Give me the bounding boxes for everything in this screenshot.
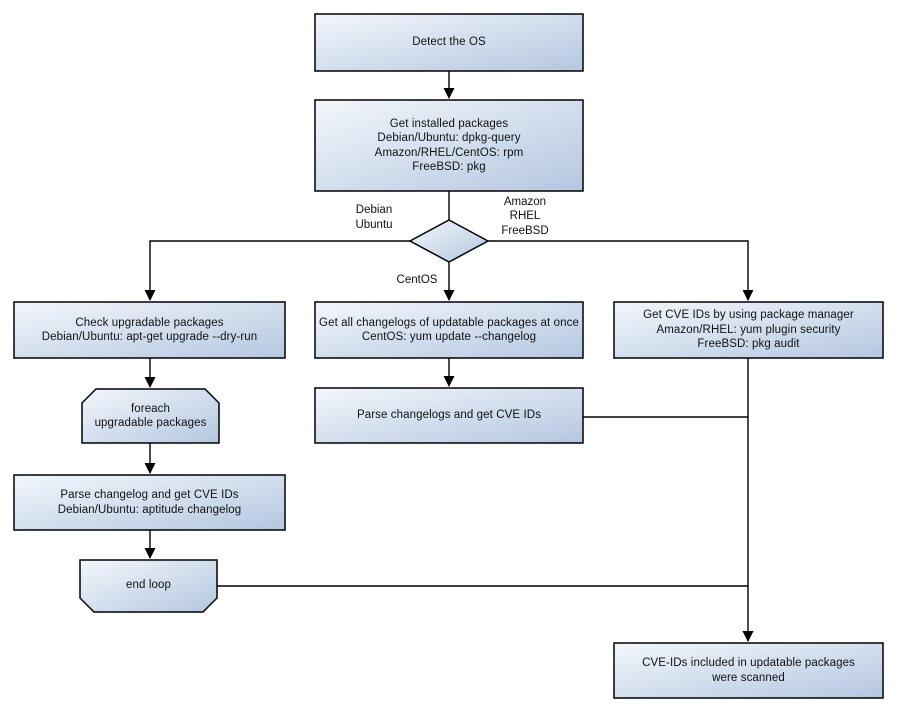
connector-decision-to-get-cve-ids: [488, 240, 754, 301]
node-parse-changelog-each-shape: [13, 474, 286, 531]
node-get-cve-ids-pkg-mgr-shape: [613, 301, 884, 359]
node-end-loop-shape: [79, 559, 218, 613]
node-result-scanned-shape: [613, 642, 884, 699]
node-get-all-changelogs-shape: [314, 301, 584, 359]
node-check-upgradable-shape: [13, 301, 286, 359]
node-parse-changelogs-once-shape: [314, 387, 584, 444]
node-get-installed-shape: [314, 99, 584, 192]
connector-decision-to-check-upgradable: [144, 240, 410, 301]
node-foreach-loop-shape: [81, 388, 220, 444]
node-detect-os-shape: [314, 13, 584, 72]
node-os-decision-diamond: [408, 219, 490, 263]
